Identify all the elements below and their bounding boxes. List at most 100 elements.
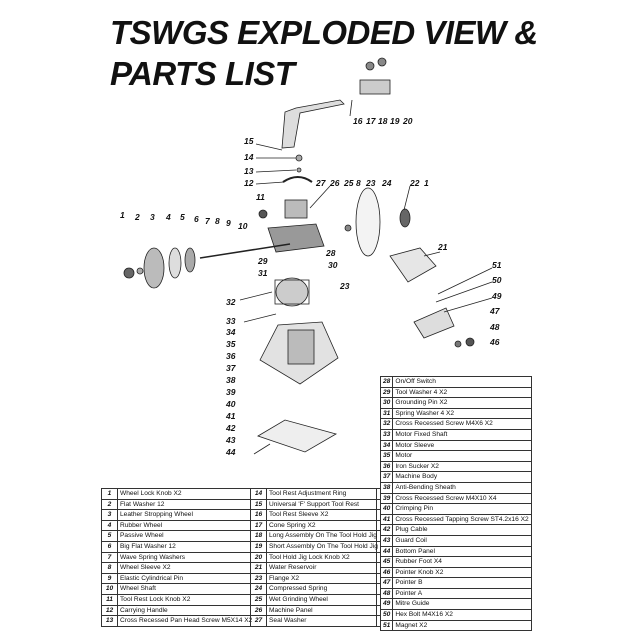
passive-wheel bbox=[184, 247, 196, 273]
part-number: 51 bbox=[379, 619, 394, 631]
part-name: Seal Washer bbox=[266, 615, 381, 627]
callout-13: 13 bbox=[244, 166, 254, 176]
part-name: Cross Recessed Screw M4X10 X4 bbox=[392, 492, 532, 505]
part-number: 25 bbox=[250, 593, 267, 606]
callout-43: 42 bbox=[225, 423, 236, 433]
part-number: 47 bbox=[379, 577, 394, 589]
water-reservoir bbox=[389, 247, 437, 283]
motor bbox=[275, 277, 309, 307]
callout-17: 17 bbox=[366, 116, 377, 126]
part-number: 35 bbox=[379, 450, 394, 462]
part-number: 30 bbox=[379, 397, 394, 409]
part-name: Machine Panel bbox=[266, 604, 381, 617]
part-name: Tool Rest Adjustment Ring bbox=[266, 488, 381, 500]
part-number: 33 bbox=[379, 428, 394, 441]
mitre-guide bbox=[413, 307, 455, 339]
title-line-2: PARTS LIST bbox=[110, 55, 295, 92]
callout-11: 11 bbox=[256, 192, 265, 202]
callout-26: 25 bbox=[343, 178, 354, 188]
washer-right bbox=[344, 224, 352, 232]
part-number: 50 bbox=[379, 609, 394, 621]
callout-27: 26 bbox=[329, 178, 340, 188]
motor-sleeve bbox=[274, 279, 310, 305]
part-number: 12 bbox=[101, 604, 118, 617]
callout-31: 30 bbox=[328, 260, 338, 270]
callout-38: 37 bbox=[226, 363, 237, 373]
tool-rest-bar bbox=[281, 99, 345, 149]
callout-39: 38 bbox=[226, 375, 236, 385]
part-number: 45 bbox=[379, 556, 394, 568]
part-name: Tool Rest Sleeve X2 bbox=[266, 509, 381, 521]
part-number: 23 bbox=[250, 572, 267, 585]
callout-32: 31 bbox=[258, 268, 268, 278]
part-name: Long Assembly On The Tool Hold Jig bbox=[266, 530, 381, 542]
part-number: 24 bbox=[250, 583, 267, 595]
part-number: 18 bbox=[250, 530, 267, 542]
part-name: Mitre Guide bbox=[392, 598, 532, 611]
part-number: 48 bbox=[379, 587, 394, 600]
callout-21: 21 bbox=[437, 242, 448, 252]
callout-50: 50 bbox=[492, 275, 502, 285]
part-name: Tool Hold Jig Lock Knob X2 bbox=[266, 551, 381, 564]
switch-block bbox=[284, 199, 308, 219]
part-number: 16 bbox=[250, 509, 267, 521]
part-number: 19 bbox=[250, 540, 267, 553]
part-name: Guard Coil bbox=[392, 534, 532, 547]
callout-51: 51 bbox=[492, 260, 502, 270]
callout-41: 40 bbox=[225, 399, 236, 409]
part-name: Plug Cable bbox=[392, 524, 532, 536]
part-number: 28 bbox=[379, 376, 394, 388]
callout-10: 10 bbox=[238, 221, 248, 231]
motor-holder bbox=[287, 329, 315, 365]
callout-40: 39 bbox=[226, 387, 236, 397]
machine-panel bbox=[267, 223, 325, 253]
adjustment-ring bbox=[295, 154, 303, 162]
callout-1: 1 bbox=[120, 210, 125, 220]
part-number: 43 bbox=[379, 534, 394, 547]
part-number: 8 bbox=[101, 562, 118, 574]
callout-6: 6 bbox=[194, 214, 199, 224]
part-name: Short Assembly On The Tool Hold Jig bbox=[266, 540, 381, 553]
callout-49: 49 bbox=[491, 291, 502, 301]
callout-42: 41 bbox=[225, 411, 236, 421]
part-name: Cone Spring X2 bbox=[266, 519, 381, 532]
part-name: Motor bbox=[392, 450, 532, 462]
part-name: Compressed Spring bbox=[266, 583, 381, 595]
callout-3: 3 bbox=[150, 212, 155, 222]
callout-1-right: 1 bbox=[424, 178, 429, 188]
part-name: Wet Grinding Wheel bbox=[266, 593, 381, 606]
part-name: Flange X2 bbox=[266, 572, 381, 585]
wet-grinding-wheel bbox=[355, 187, 381, 257]
part-number: 38 bbox=[379, 481, 394, 494]
flange-right bbox=[399, 208, 411, 228]
part-number: 2 bbox=[101, 498, 118, 511]
part-number: 32 bbox=[379, 418, 394, 430]
handle-screw bbox=[296, 167, 302, 173]
part-name: Motor Sleeve bbox=[392, 439, 532, 452]
callout-19: 19 bbox=[390, 116, 400, 126]
callout-46: 46 bbox=[489, 337, 500, 347]
callout-18: 18 bbox=[378, 116, 388, 126]
